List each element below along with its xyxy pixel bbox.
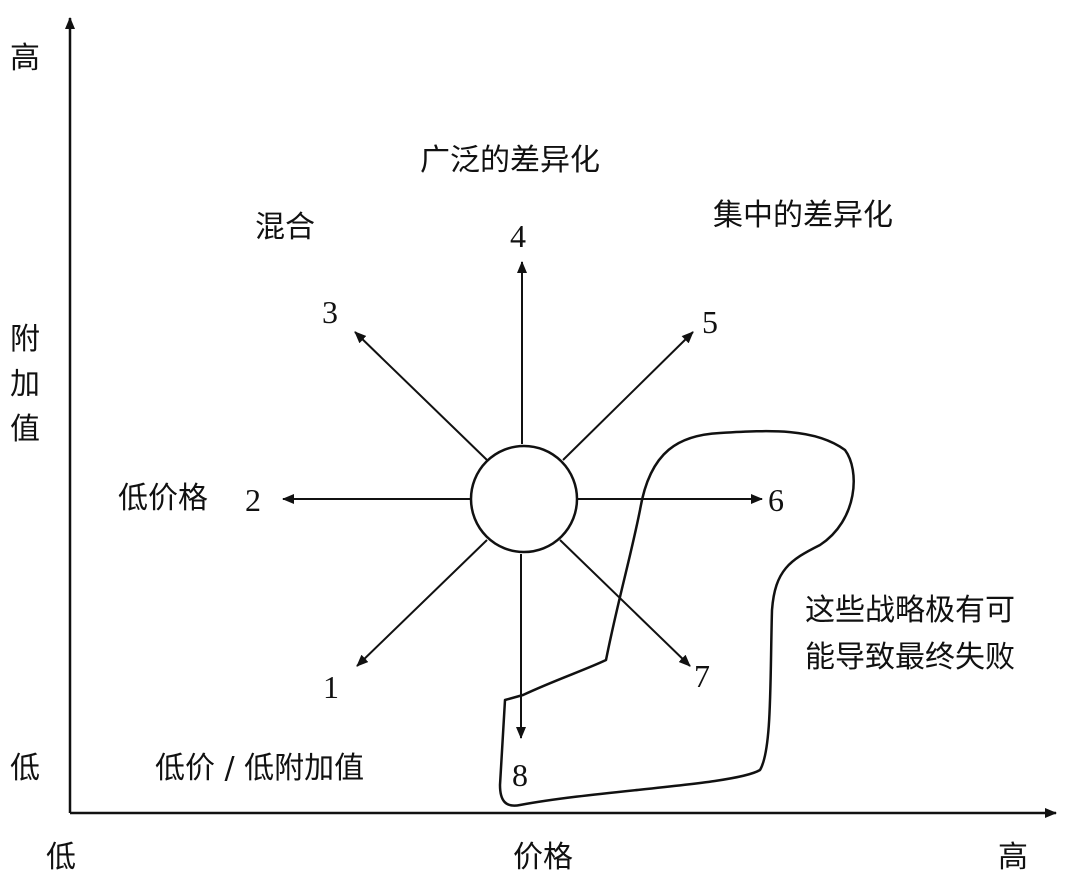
arrow-strategy-5 [562,331,694,461]
arrow-strategy-1 [356,539,488,667]
hybrid-label: 混合 [255,210,315,245]
strategy-number-5: 5 [702,304,718,340]
strategy-number-1: 1 [323,669,339,705]
x-axis-title: 价格 [513,840,573,875]
arrow-strategy-7 [559,539,691,667]
x-axis-high-label: 高 [998,840,1028,875]
y-axis-title-char-3: 值 [10,412,40,447]
y-axis-title-char-1: 附 [10,322,40,357]
strategy-number-2: 2 [245,482,261,518]
broad-differentiation-label: 广泛的差异化 [420,143,600,178]
x-axis-low-label: 低 [46,840,76,875]
y-axis-title-char-2: 加 [10,367,40,402]
strategy-number-3: 3 [322,294,338,330]
y-axis-title: 附 加 值 [8,317,42,452]
focused-differentiation-label: 集中的差异化 [713,198,893,233]
failure-note-line-2: 能导致最终失败 [805,640,1015,675]
failure-region-outline [498,429,855,807]
strategy-number-6: 6 [768,482,784,518]
low-price-low-value-label: 低价 / 低附加值 [155,751,365,786]
failure-note-line-1: 这些战略极有可 [805,593,1015,628]
centre-circle [469,444,579,554]
strategy-number-7: 7 [694,658,710,694]
y-axis-high-label: 高 [10,41,40,76]
low-price-label: 低价格 [118,481,208,516]
arrow-strategy-3 [354,331,488,461]
y-axis-low-label: 低 [10,751,40,786]
strategy-number-8: 8 [512,757,528,793]
strategy-number-4: 4 [510,218,526,254]
